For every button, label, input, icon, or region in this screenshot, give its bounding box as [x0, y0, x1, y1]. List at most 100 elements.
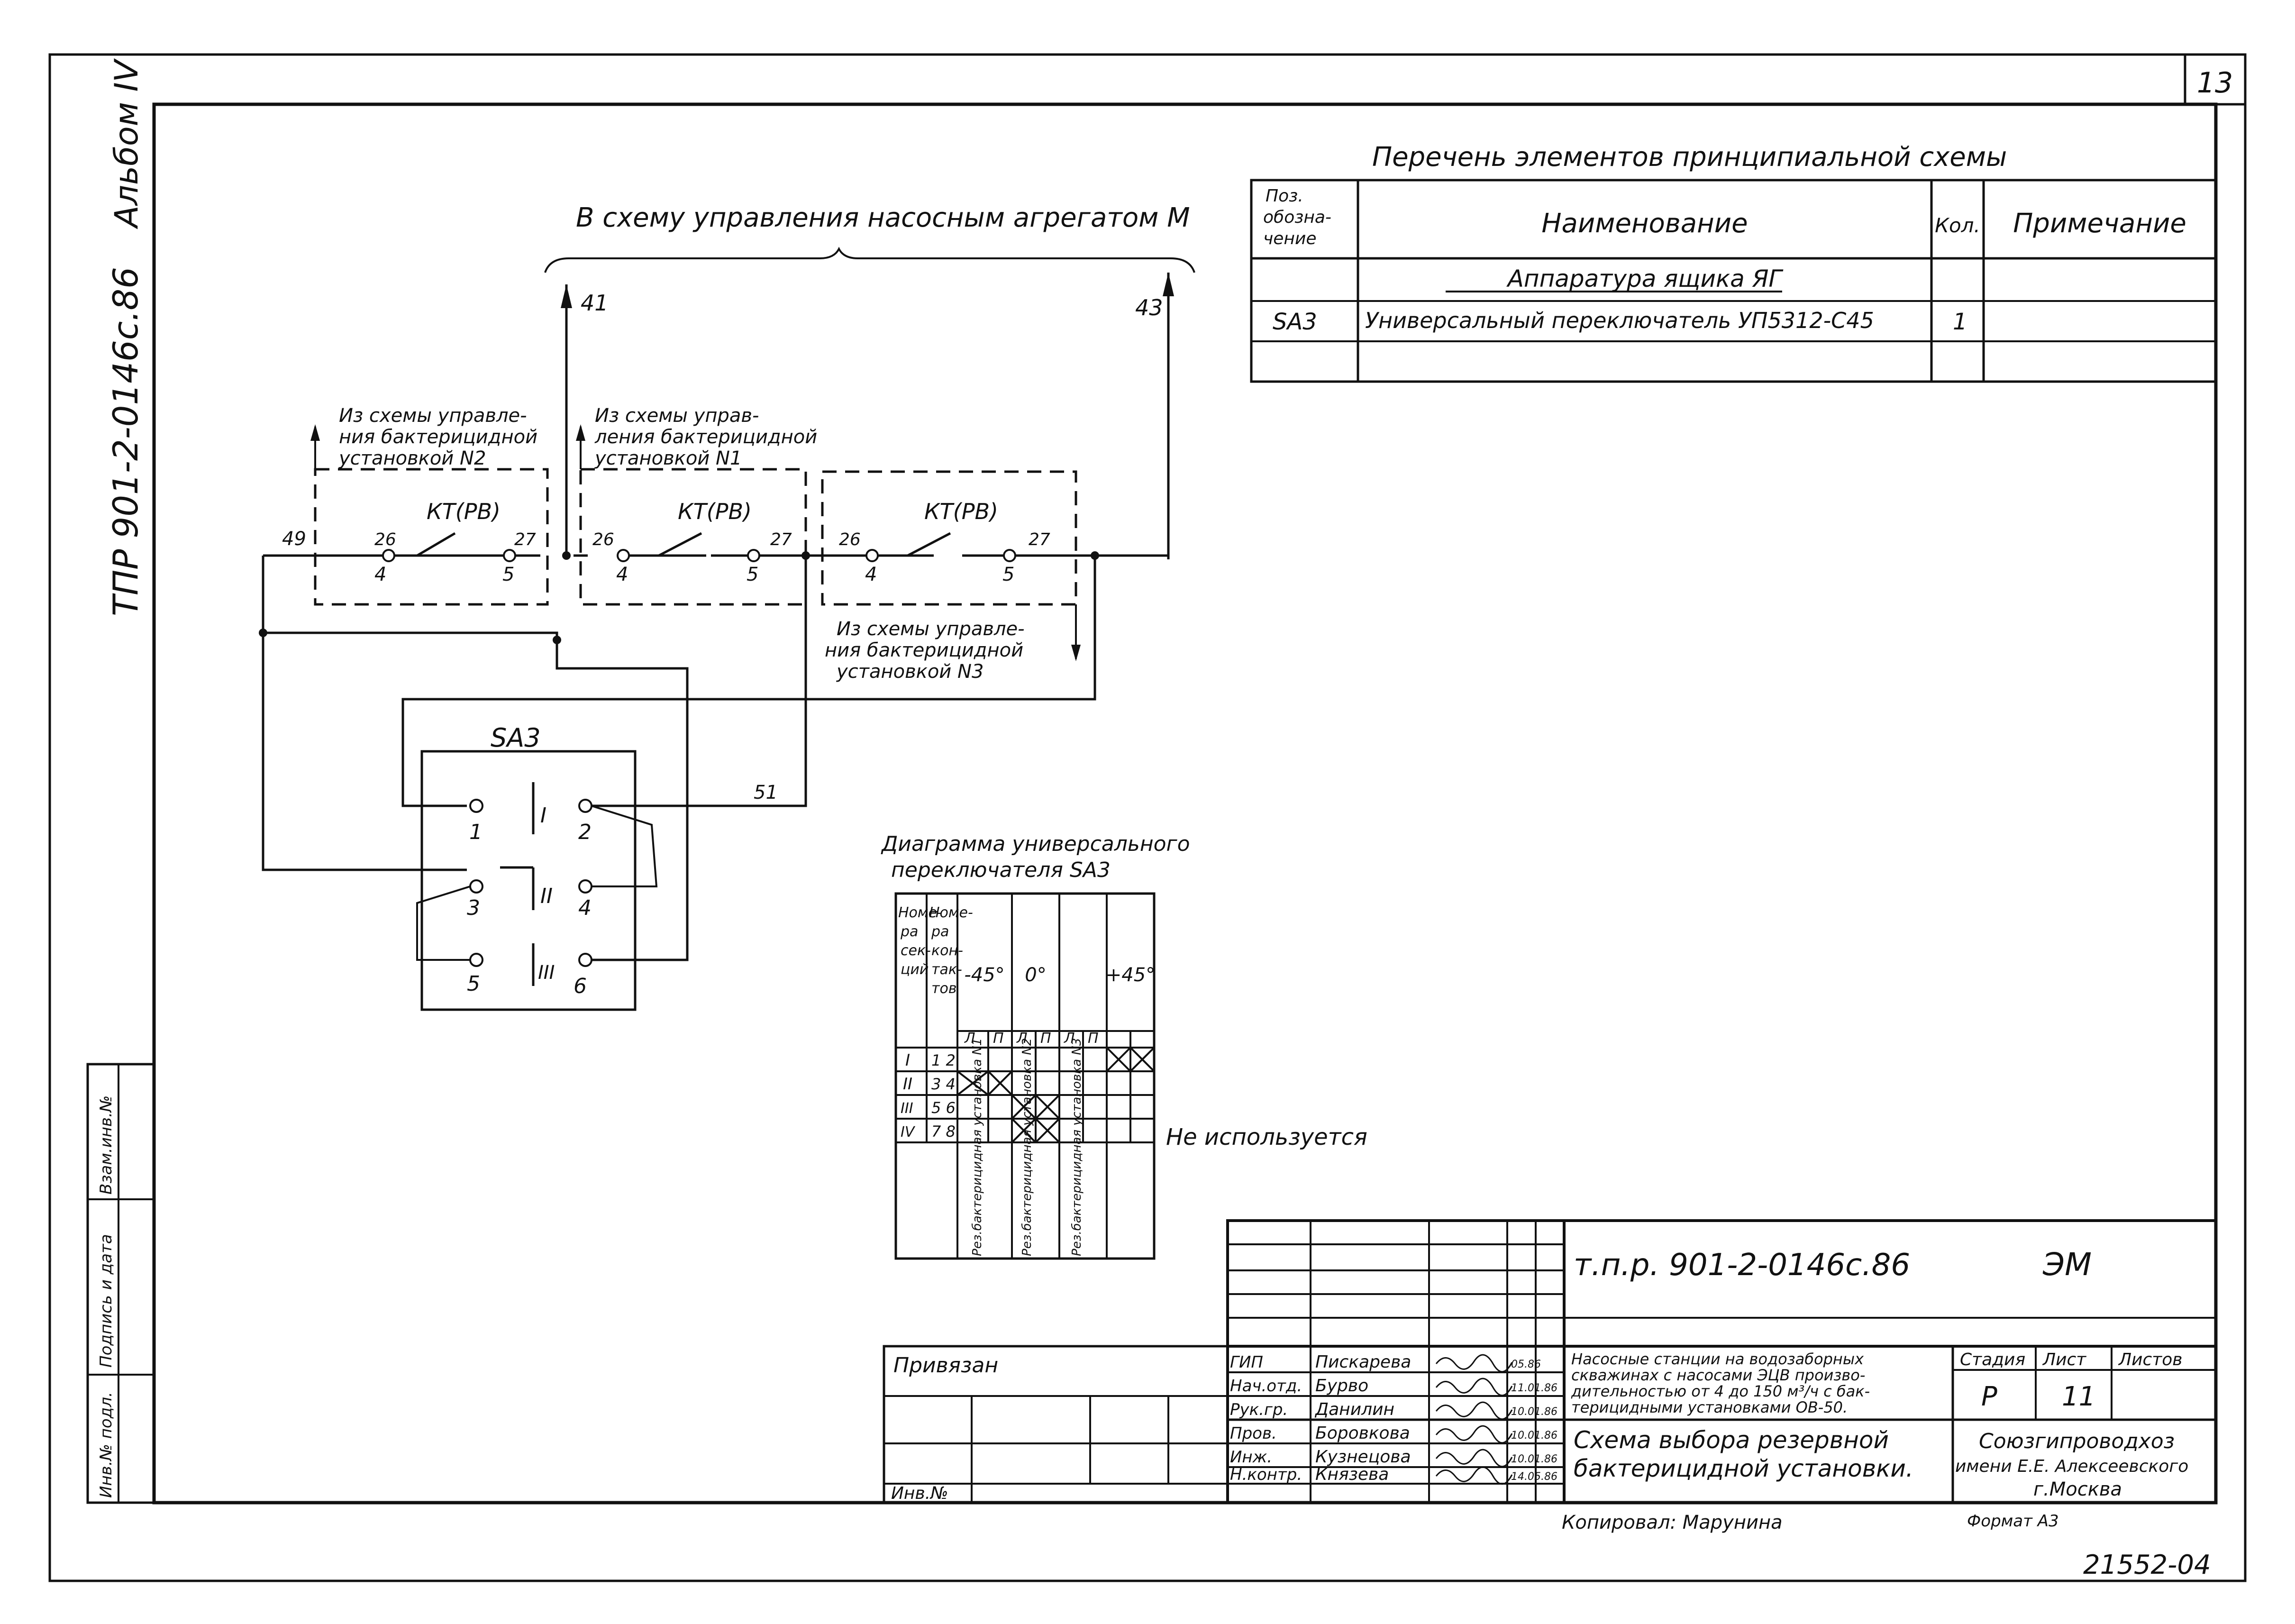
col-pos-2: обозна-: [1263, 208, 1331, 227]
col-qty: Кол.: [1935, 214, 1980, 237]
project-line-3: дительностью от 4 до 150 м³/ч с бак-: [1571, 1382, 1870, 1400]
switch-diagram: Диаграмма универсального переключателя S…: [881, 832, 1367, 1260]
group-n1-c-left: 4: [616, 564, 628, 585]
side-code: ТПР 901-2-0146с.86: [106, 267, 146, 616]
privyazan: Привязан: [893, 1353, 998, 1378]
signature-icon: [1435, 1354, 1513, 1373]
stamp-inv-podl: Инв.№ подл.: [97, 1392, 116, 1498]
org-3: г.Москва: [2033, 1478, 2122, 1500]
stamp-vzam: Взам.инв.№: [97, 1095, 116, 1195]
signature-icon: [1435, 1466, 1513, 1485]
closed-contact-mark: [1129, 1047, 1155, 1072]
project-line-2: скважинах с насосами ЭЦВ произво-: [1571, 1366, 1865, 1384]
arrow-41: [561, 284, 572, 308]
group-n1-c-right: 5: [747, 564, 758, 585]
relay-group-n3: Из схемы управле- ния бактерицидной уста…: [821, 470, 1081, 683]
closed-contact-mark: [1035, 1118, 1060, 1143]
sheet-value: 11: [2062, 1381, 2095, 1412]
sub-0: Л: [964, 1030, 975, 1047]
role-name: Бурво: [1315, 1376, 1368, 1396]
role-date: 14.05.86: [1511, 1471, 1557, 1483]
closed-contact-mark: [987, 1070, 1013, 1096]
inner-frame: [152, 102, 2218, 1505]
schematic-top-title: В схему управления насосным агрегатом М: [576, 202, 1190, 233]
group-n3-t-left: 26: [839, 530, 861, 549]
not-used-note: Не используется: [1166, 1124, 1367, 1150]
role-date: 05.86: [1511, 1359, 1541, 1370]
group-n2-t-right: 27: [514, 530, 536, 549]
role-label: Пров.: [1230, 1424, 1277, 1443]
group-n3-c-left: 4: [865, 564, 877, 585]
sub-3: П: [1040, 1030, 1051, 1047]
hdr-contacts-5: тов: [931, 980, 957, 997]
sub-4: Л: [1064, 1030, 1075, 1047]
group-n3-caption-1: Из схемы управле-: [837, 618, 1025, 640]
row3-section: III: [901, 1100, 913, 1117]
relay-group-n2: Из схемы управле- ния бактерицидной уста…: [310, 405, 549, 606]
group-n1-caption-1: Из схемы управ-: [595, 405, 759, 427]
closed-contact-mark: [1011, 1094, 1037, 1120]
sheet-title-1: Схема выбора резервной: [1574, 1426, 1889, 1454]
hdr-sections-4: ций: [901, 961, 929, 978]
row-pos: SA3: [1273, 309, 1317, 335]
hdr-sections-1: Номе-: [898, 904, 942, 921]
hdr-contacts-3: кон-: [931, 942, 963, 959]
hdr-contacts-1: Номе-: [929, 904, 973, 921]
col-pos-3: чение: [1263, 229, 1317, 248]
section-3: III: [538, 962, 555, 984]
role-date: 11.01.86: [1511, 1382, 1557, 1394]
footer-1: Рез.бактерицидная установка N1: [970, 1038, 984, 1256]
sheet-number: 13: [2197, 66, 2233, 100]
row4-contacts: 7 8: [931, 1122, 956, 1140]
hdr-sections-2: ра: [900, 923, 918, 940]
row1-contacts: 1 2: [931, 1051, 956, 1069]
wire-49: 49: [282, 528, 306, 550]
copied-by: Копировал: Марунина: [1562, 1512, 1783, 1533]
role-date: 10.01.86: [1511, 1406, 1557, 1418]
group-n3-caption-2: ния бактерицидной: [825, 639, 1023, 661]
role-name: Кузнецова: [1315, 1447, 1411, 1467]
wire-43: 43: [1135, 295, 1163, 320]
org-1: Союзгипроводхоз: [1979, 1429, 2175, 1453]
group-n2-c-left: 4: [374, 564, 386, 585]
sub-2: Л: [1016, 1030, 1028, 1047]
footer-3: Рез.бактерицидная установка N3: [1070, 1038, 1084, 1256]
contact-2: 2: [578, 820, 592, 844]
group-n2-caption-1: Из схемы управле-: [339, 405, 527, 427]
project-line-4: терицидными установками ОВ-50.: [1571, 1398, 1848, 1416]
contact-6: 6: [574, 974, 587, 998]
tb-mark: ЭМ: [2042, 1246, 2092, 1283]
sheet-title-2: бактерицидной установки.: [1574, 1455, 1913, 1482]
signature-icon: [1435, 1378, 1513, 1396]
group-n2-relay: КТ(РВ): [427, 499, 501, 524]
elements-group: Аппаратура ящика ЯГ: [1506, 265, 1784, 292]
group-n2-t-left: 26: [374, 530, 396, 549]
outer-frame: [48, 53, 2247, 1582]
role-label: Нач.отд.: [1230, 1377, 1302, 1396]
group-n2-c-right: 5: [502, 564, 514, 585]
side-album: Альбом IV: [108, 58, 146, 229]
left-stamp: Взам.инв.№ Подпись и дата Инв.№ подл.: [86, 1063, 155, 1504]
role-date: 10.01.86: [1511, 1453, 1557, 1465]
group-n3-caption-3: установкой N3: [836, 661, 984, 683]
wire-41: 41: [581, 290, 609, 316]
group-n1-relay: КТ(РВ): [678, 499, 752, 524]
signature-icon: [1435, 1449, 1513, 1468]
col-name: Наименование: [1541, 208, 1748, 239]
group-n3-t-right: 27: [1029, 530, 1050, 549]
inv-no: Инв.№: [891, 1484, 948, 1503]
closed-contact-mark: [956, 1070, 989, 1096]
row2-section: II: [903, 1075, 912, 1094]
pos-0: 0°: [1025, 964, 1046, 986]
role-name: Князева: [1315, 1465, 1389, 1484]
group-n3-relay: КТ(РВ): [924, 499, 998, 524]
footer-2: Рез.бактерицидная установка N2: [1020, 1038, 1034, 1256]
role-label: ГИП: [1230, 1353, 1263, 1372]
elements-list: Перечень элементов принципиальной схемы …: [1250, 142, 2217, 383]
contact-4: 4: [578, 896, 592, 920]
contact-3: 3: [467, 896, 480, 920]
row-qty: 1: [1953, 309, 1967, 335]
switch-label: SA3: [491, 723, 541, 753]
